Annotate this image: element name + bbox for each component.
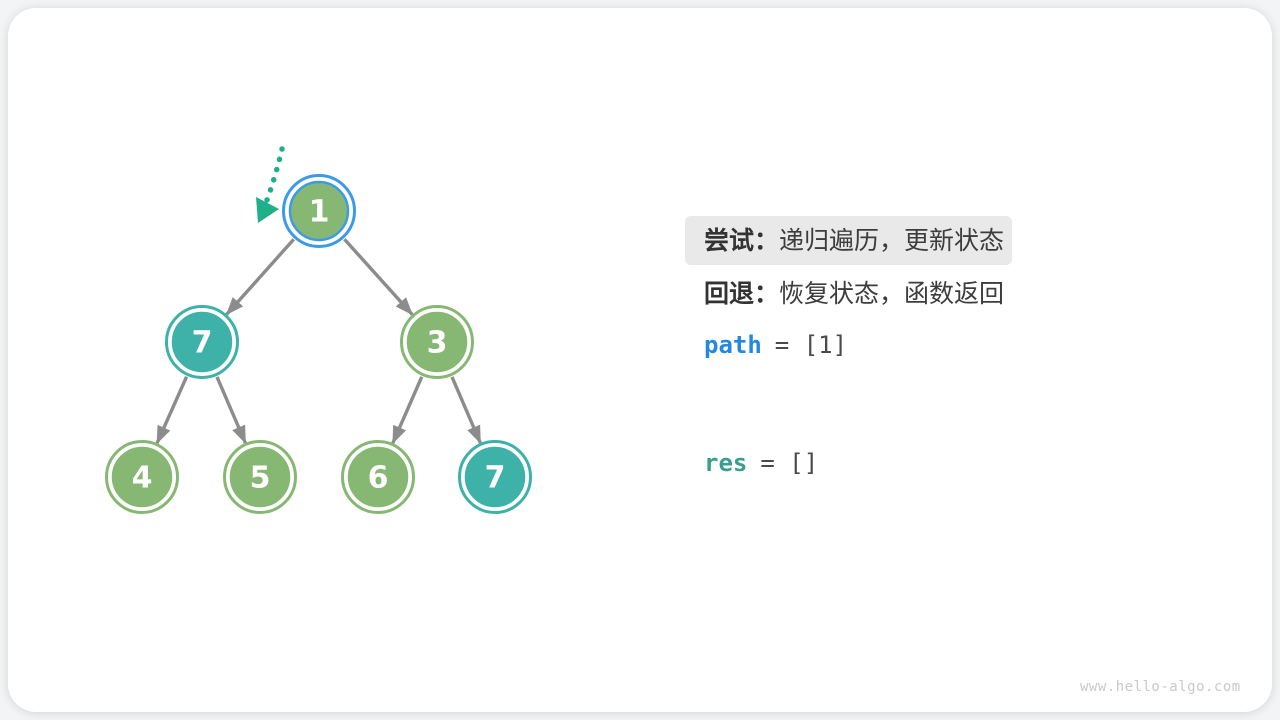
tree-node-value: 5 [250,461,271,496]
tree-edge [155,376,189,445]
pointer-dotted-trail [264,146,285,203]
figure-card: 1 7 3 4 5 6 7 尝试：递归遍历，更新状态 回退：恢复状态，函数返回 path = … [8,8,1272,712]
tree-node-value: 6 [368,461,389,496]
try-text: 递归遍历，更新状态 [779,225,1005,255]
tree-node-ring [223,440,297,514]
tree-node-value: 7 [192,326,213,361]
pointer-arrowhead-icon [256,197,279,223]
path-variable: path [704,331,762,359]
watermark: www.hello-algo.com [1080,679,1241,695]
tree-edge [450,376,482,444]
tree-node-ring [165,305,239,379]
path-value: = [1] [774,331,848,359]
tree-node-ring [105,440,179,514]
back-annotation: 回退：恢复状态，函数返回 [704,279,1004,309]
tree-node-value: 7 [485,461,506,496]
res-value: = [] [760,449,819,477]
binary-tree-diagram: 1 7 3 4 5 6 7 [105,146,532,514]
res-state: res = [] [704,448,818,478]
tree-edge [343,238,414,316]
path-state: path = [1] [704,330,847,360]
tree-node-ring [341,440,415,514]
tree-node-ring [458,440,532,514]
tree-node-ring [400,305,474,379]
tree-node [229,446,291,508]
tree-node [406,311,468,373]
tree-node [288,180,350,242]
tree-edge [215,376,247,444]
res-variable: res [704,449,748,477]
tree-node [111,446,173,508]
tree-node [171,311,233,373]
back-label: 回退： [704,279,780,308]
tree-node-value: 3 [427,326,448,361]
back-text: 恢复状态，函数返回 [779,279,1005,308]
tree-node-ring [282,174,356,248]
try-annotation: 尝试：递归遍历，更新状态 [685,216,1012,265]
tree-edge [391,376,424,445]
tree-node [347,446,409,508]
tree-node-value: 4 [132,461,153,496]
tree-node [464,446,526,508]
tree-edge [225,238,295,316]
try-label: 尝试： [704,225,780,255]
tree-node-value: 1 [309,195,330,230]
